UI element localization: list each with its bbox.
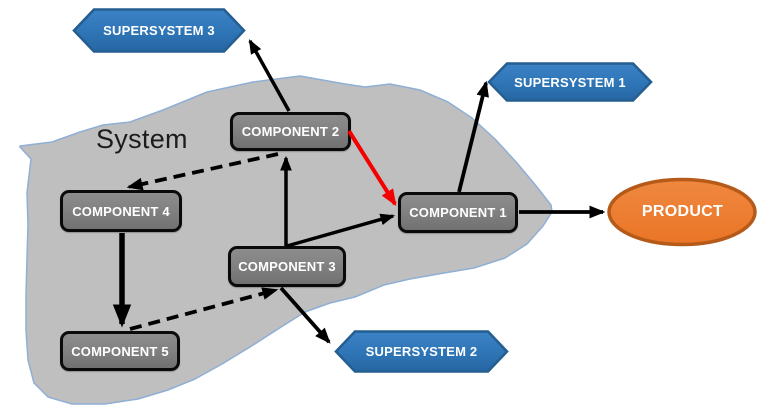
supersystem3-hexagon [72, 8, 246, 53]
component5-label: COMPONENT 5 [71, 343, 169, 359]
component1-label: COMPONENT 1 [409, 205, 507, 220]
supersystem1-hexagon [487, 62, 653, 102]
product-ellipse [607, 177, 757, 247]
component4-label: COMPONENT 4 [72, 203, 170, 219]
component5-box: COMPONENT 5 [60, 331, 180, 371]
component2-label: COMPONENT 2 [241, 124, 340, 139]
component2-box: COMPONENT 2 [230, 112, 351, 151]
supersystem2-hexagon [334, 330, 509, 373]
component3-box: COMPONENT 3 [228, 246, 346, 287]
component4-box: COMPONENT 4 [60, 190, 182, 232]
component3-label: COMPONENT 3 [238, 259, 336, 274]
component1-box: COMPONENT 1 [398, 192, 518, 233]
